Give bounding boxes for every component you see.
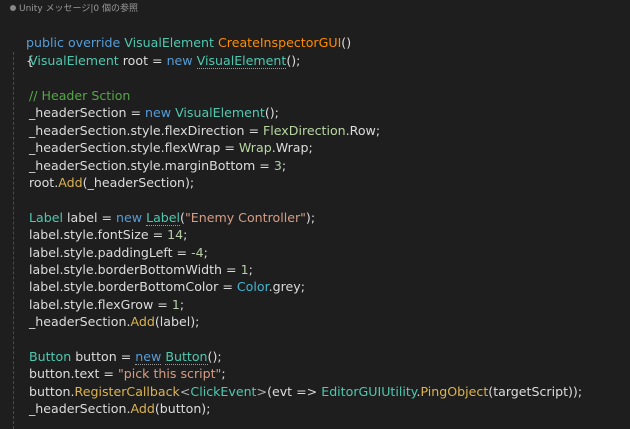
text: label =: [62, 209, 117, 225]
angle-close: >: [256, 383, 268, 399]
code-line-root[interactable]: VisualElement root = new VisualElement()…: [10, 52, 300, 69]
code-line-hs-add-label[interactable]: _headerSection.Add(label);: [10, 313, 199, 330]
return-type: VisualElement: [124, 35, 214, 51]
code-line-hs-wrap[interactable]: _headerSection.style.flexWrap = Wrap.Wra…: [10, 139, 313, 156]
text: root =: [118, 53, 167, 68]
code-line-hs-margin[interactable]: _headerSection.style.marginBottom = 3;: [10, 157, 286, 174]
indent-guide: [13, 52, 14, 429]
text: ();: [264, 105, 279, 121]
type: ClickEvent: [190, 383, 257, 399]
codelens-text: Unity メッセージ|0 個の参照: [19, 4, 138, 14]
text: _headerSection.style.marginBottom =: [29, 157, 274, 173]
string: "pick this script": [117, 366, 222, 382]
method-call: Add: [58, 175, 83, 190]
type: Button: [29, 349, 72, 364]
method-name: CreateInspectorGUI: [218, 35, 342, 51]
keyword-new: new: [166, 53, 193, 68]
number: 3: [273, 157, 282, 173]
text: .grey;: [268, 279, 305, 295]
code-line-label-bbw[interactable]: label.style.borderBottomWidth = 1;: [10, 261, 253, 278]
text: label.style.borderBottomWidth =: [29, 262, 241, 277]
code-line-hs-add-button[interactable]: _headerSection.Add(button);: [10, 400, 210, 417]
number: -4: [191, 244, 204, 260]
code-line-label-font[interactable]: label.style.fontSize = 14;: [10, 226, 187, 243]
text: );: [305, 209, 316, 225]
type: VisualElement: [29, 53, 119, 68]
keyword-new: new: [135, 349, 162, 365]
code-line-label-new[interactable]: Label label = new Label("Enemy Controlle…: [10, 209, 315, 226]
string: "Enemy Controller": [184, 209, 306, 225]
constructor: VisualElement: [175, 105, 265, 121]
comment: // Header Sction: [29, 88, 131, 103]
text: label.style.fontSize =: [29, 227, 168, 243]
type: Label: [29, 209, 63, 225]
constructor: Label: [146, 209, 181, 226]
text: .Wrap;: [271, 140, 313, 156]
text: ();: [207, 349, 222, 364]
code-line-label-pad[interactable]: label.style.paddingLeft = -4;: [10, 244, 208, 261]
code-line-label-bbc[interactable]: label.style.borderBottomColor = Color.gr…: [10, 278, 305, 295]
number: 14: [167, 227, 184, 243]
space: [193, 53, 197, 68]
text: ();: [286, 53, 301, 68]
code-line-open-brace[interactable]: {: [10, 35, 34, 68]
code-line-hs-new[interactable]: _headerSection = new VisualElement();: [10, 104, 279, 121]
text: ;: [221, 366, 226, 382]
text: _headerSection.style.flexWrap =: [29, 140, 239, 156]
parens: (): [341, 35, 352, 51]
constructor: Button: [165, 349, 208, 365]
struct-type: Color: [236, 279, 269, 295]
code-line-signature[interactable]: public override VisualElement CreateInsp…: [10, 17, 351, 50]
angle-open: <: [179, 383, 191, 399]
code-line-root-add[interactable]: root.Add(_headerSection);: [10, 174, 194, 191]
text: ;: [248, 262, 253, 277]
text: (button);: [154, 401, 211, 417]
number: 1: [240, 262, 249, 277]
text: (targetScript));: [488, 383, 583, 399]
text: ;: [203, 244, 208, 260]
text: label.style.borderBottomColor =: [29, 279, 237, 295]
keyword-public: public: [26, 35, 64, 51]
open-brace: {: [26, 52, 35, 68]
method-call: Add: [130, 314, 155, 330]
text: (label);: [154, 314, 200, 330]
type: EditorGUIUtility: [321, 383, 417, 399]
code-line-button-callback[interactable]: button.RegisterCallback<ClickEvent>(evt …: [10, 383, 582, 400]
text: _headerSection.style.flexDirection =: [29, 122, 264, 138]
text: _headerSection.: [29, 401, 131, 417]
code-line-hs-flexdir[interactable]: _headerSection.style.flexDirection = Fle…: [10, 122, 380, 139]
codelens-references[interactable]: Unity メッセージ|0 個の参照: [10, 2, 138, 16]
code-line-button-new[interactable]: Button button = new Button();: [10, 348, 222, 365]
text: .: [416, 383, 421, 399]
method-call: PingObject: [420, 383, 489, 399]
text: ;: [179, 296, 185, 312]
enum-type: FlexDirection: [263, 122, 346, 138]
enum-type: Wrap: [238, 140, 272, 156]
code-line-label-grow[interactable]: label.style.flexGrow = 1;: [10, 296, 184, 313]
text: label.style.flexGrow =: [29, 296, 172, 312]
text: button.: [29, 383, 75, 399]
keyword-new: new: [116, 209, 143, 225]
text: root.: [29, 175, 59, 190]
code-line-button-text[interactable]: button.text = "pick this script";: [10, 365, 226, 382]
number: 1: [171, 296, 180, 312]
text: (_headerSection);: [82, 175, 195, 190]
text: (: [180, 209, 185, 225]
unity-icon: [10, 5, 16, 11]
text: ;: [281, 157, 287, 173]
method-call: RegisterCallback: [74, 383, 180, 399]
text: ;: [183, 227, 188, 243]
keyword-override: override: [67, 35, 121, 51]
text: label.style.paddingLeft =: [29, 244, 192, 260]
text: .Row;: [345, 122, 381, 138]
constructor: VisualElement: [196, 53, 287, 69]
text: button.text =: [29, 366, 118, 382]
text: _headerSection.: [29, 314, 131, 330]
code-line-comment[interactable]: // Header Sction: [10, 87, 130, 104]
text: button =: [71, 349, 136, 364]
text: (evt =>: [267, 383, 322, 399]
method-call: Add: [130, 401, 155, 417]
text: _headerSection =: [29, 105, 146, 121]
keyword-new: new: [145, 105, 172, 121]
